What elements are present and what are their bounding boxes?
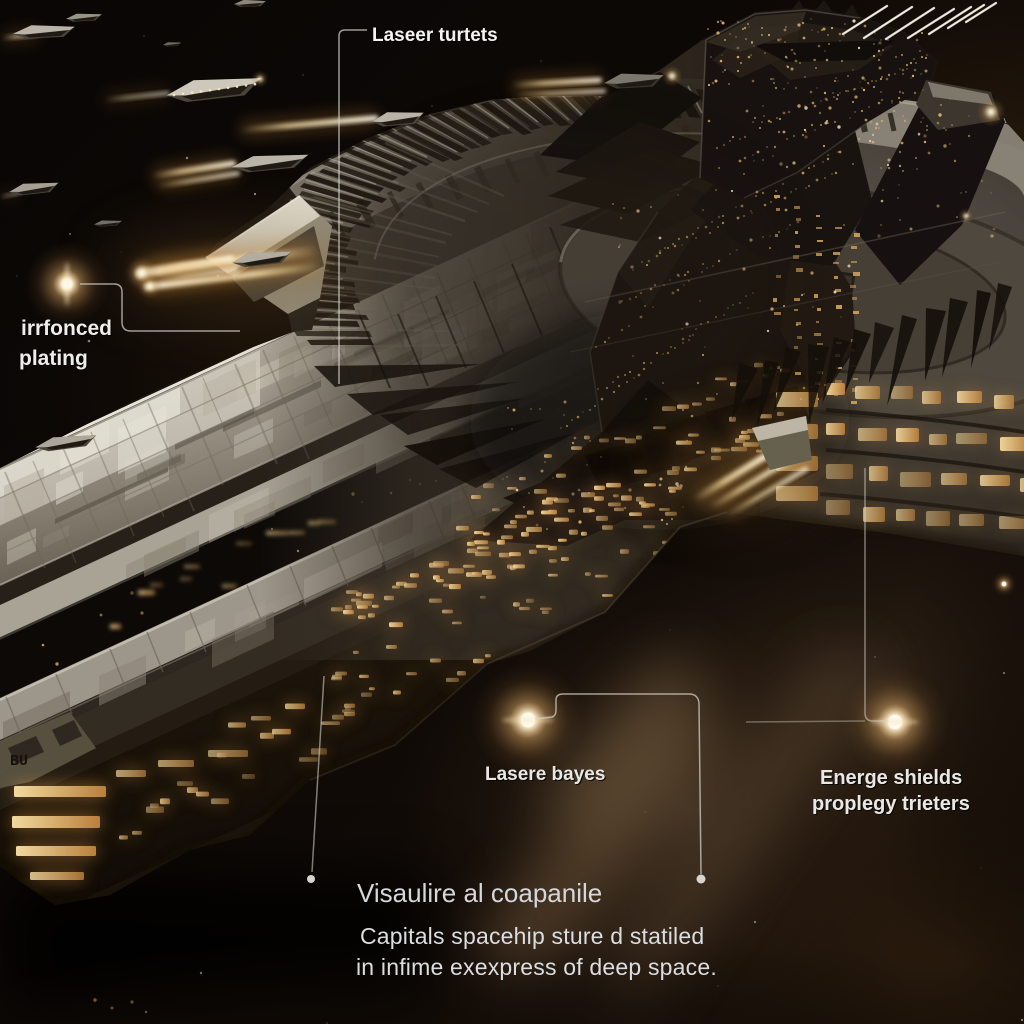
svg-text:Lasere bayes: Lasere bayes bbox=[485, 764, 605, 785]
svg-text:BU: BU bbox=[10, 753, 28, 770]
svg-text:irrfonced: irrfonced bbox=[21, 317, 112, 340]
svg-text:Laseer turtets: Laseer turtets bbox=[372, 25, 498, 46]
svg-text:plating: plating bbox=[20, 348, 89, 371]
svg-text:irrfonced: irrfonced bbox=[22, 318, 113, 341]
svg-text:Capitals spacehip sture d stat: Capitals spacehip sture d statiled bbox=[360, 923, 704, 949]
svg-text:proplegy trieters: proplegy trieters bbox=[812, 793, 970, 815]
svg-text:Laseer turtets: Laseer turtets bbox=[373, 26, 499, 47]
svg-text:proplegy trieters: proplegy trieters bbox=[813, 794, 971, 816]
svg-text:Lasere bayes: Lasere bayes bbox=[486, 765, 606, 786]
svg-text:Energe shields: Energe shields bbox=[820, 767, 962, 789]
svg-text:plating: plating bbox=[19, 347, 88, 370]
svg-text:Visaulire al coapanile: Visaulire al coapanile bbox=[357, 878, 602, 908]
svg-text:in infime exexpress of deep sp: in infime exexpress of deep space. bbox=[356, 954, 717, 980]
svg-text:Energe shields: Energe shields bbox=[821, 768, 963, 790]
